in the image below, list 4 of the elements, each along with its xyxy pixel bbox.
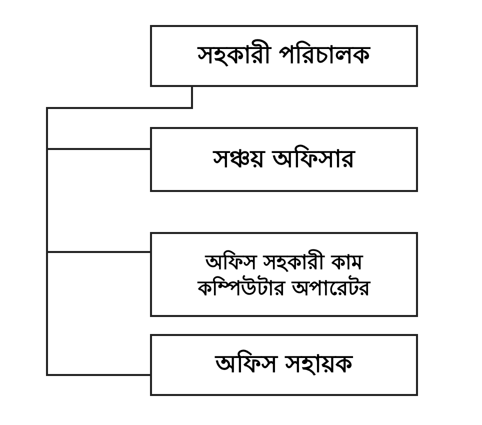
- position-box: সঞ্চয় অফিসার: [150, 127, 418, 192]
- position-box: অফিস সহকারী কাম কম্পিউটার অপারেটর: [150, 232, 418, 317]
- position-box: অফিস সহায়ক: [150, 334, 418, 396]
- position-box: সহকারী পরিচালক: [150, 25, 418, 87]
